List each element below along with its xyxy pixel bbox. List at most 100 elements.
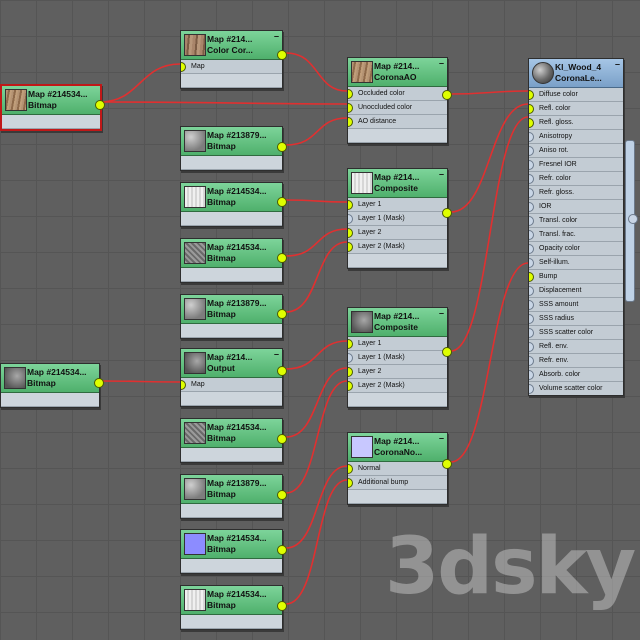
node-composite-1[interactable]: Map #214... Composite – Layer 1 Layer 1 … bbox=[347, 168, 452, 269]
input-port[interactable] bbox=[529, 384, 534, 394]
input-port[interactable] bbox=[529, 160, 534, 170]
input-port[interactable] bbox=[348, 478, 353, 488]
node-header[interactable]: Map #214534... Bitmap bbox=[181, 239, 282, 268]
output-port[interactable] bbox=[442, 459, 452, 469]
input-port[interactable] bbox=[529, 342, 534, 352]
input-slot-layer-1[interactable]: Layer 1 bbox=[348, 198, 447, 212]
node-header[interactable]: Map #214534... Bitmap bbox=[181, 586, 282, 615]
input-port[interactable] bbox=[348, 353, 353, 363]
material-slot[interactable]: SSS radius bbox=[529, 312, 623, 326]
node-bitmap-214534-f[interactable]: Map #214534... Bitmap bbox=[180, 585, 287, 630]
material-slot[interactable]: Opacity color bbox=[529, 242, 623, 256]
input-slot-layer-2-mask[interactable]: Layer 2 (Mask) bbox=[348, 240, 447, 254]
input-slot-layer-2-mask[interactable]: Layer 2 (Mask) bbox=[348, 379, 447, 393]
output-port[interactable] bbox=[277, 253, 287, 263]
input-port[interactable] bbox=[181, 380, 186, 390]
output-port[interactable] bbox=[442, 347, 452, 357]
node-bitmap-213879-a[interactable]: Map #213879... Bitmap bbox=[180, 126, 287, 171]
collapse-icon[interactable]: – bbox=[438, 58, 444, 68]
input-port[interactable] bbox=[529, 118, 534, 128]
input-slot-layer-2[interactable]: Layer 2 bbox=[348, 226, 447, 240]
node-corona-normal[interactable]: Map #214... CoronaNo... – Normal Additio… bbox=[347, 432, 452, 505]
input-port[interactable] bbox=[348, 242, 353, 252]
material-slot[interactable]: Refr. gloss. bbox=[529, 186, 623, 200]
input-slot-layer-1-mask[interactable]: Layer 1 (Mask) bbox=[348, 212, 447, 226]
input-port[interactable] bbox=[529, 314, 534, 324]
output-port[interactable] bbox=[277, 545, 287, 555]
input-slot-map[interactable]: Map bbox=[181, 378, 282, 392]
node-header[interactable]: Map #214... CoronaNo... – bbox=[348, 433, 447, 462]
input-port[interactable] bbox=[348, 367, 353, 377]
node-header[interactable]: Map #214... Output – bbox=[181, 349, 282, 378]
input-port[interactable] bbox=[529, 104, 534, 114]
node-header[interactable]: Map #214534... Bitmap bbox=[1, 364, 99, 393]
input-port[interactable] bbox=[529, 300, 534, 310]
input-port[interactable] bbox=[348, 214, 353, 224]
material-slot[interactable]: Displacement bbox=[529, 284, 623, 298]
node-header[interactable]: Map #214... Composite – bbox=[348, 308, 447, 337]
node-header[interactable]: Kl_Wood_4 CoronaLe... – bbox=[529, 59, 623, 88]
input-port[interactable] bbox=[348, 117, 353, 127]
output-port[interactable] bbox=[277, 142, 287, 152]
node-header[interactable]: Map #213879... Bitmap bbox=[181, 127, 282, 156]
output-port[interactable] bbox=[277, 490, 287, 500]
material-slot[interactable]: SSS scatter color bbox=[529, 326, 623, 340]
material-slot[interactable]: Fresnel IOR bbox=[529, 158, 623, 172]
input-port[interactable] bbox=[529, 174, 534, 184]
collapse-icon[interactable]: – bbox=[273, 31, 279, 41]
node-bitmap-main[interactable]: Map #214534... Bitmap bbox=[0, 84, 105, 131]
node-header[interactable]: Map #214534... Bitmap bbox=[2, 86, 100, 115]
node-header[interactable]: Map #213879... Bitmap bbox=[181, 475, 282, 504]
node-header[interactable]: Map #214... Composite – bbox=[348, 169, 447, 198]
output-port[interactable] bbox=[277, 197, 287, 207]
material-slot[interactable]: Volume scatter color bbox=[529, 382, 623, 395]
output-port[interactable] bbox=[94, 378, 104, 388]
input-port[interactable] bbox=[348, 228, 353, 238]
input-slot-layer-1[interactable]: Layer 1 bbox=[348, 337, 447, 351]
node-output[interactable]: Map #214... Output – Map bbox=[180, 348, 287, 407]
material-slot[interactable]: IOR bbox=[529, 200, 623, 214]
output-port[interactable] bbox=[277, 434, 287, 444]
node-header[interactable]: Map #214534... Bitmap bbox=[181, 530, 282, 559]
input-port[interactable] bbox=[348, 381, 353, 391]
material-slot[interactable]: Bump bbox=[529, 270, 623, 284]
output-port[interactable] bbox=[442, 208, 452, 218]
input-port[interactable] bbox=[348, 200, 353, 210]
input-slot-layer-2[interactable]: Layer 2 bbox=[348, 365, 447, 379]
input-slot-layer-1-mask[interactable]: Layer 1 (Mask) bbox=[348, 351, 447, 365]
material-slot[interactable]: Absorb. color bbox=[529, 368, 623, 382]
node-bitmap-left-2[interactable]: Map #214534... Bitmap bbox=[0, 363, 104, 408]
input-port[interactable] bbox=[529, 356, 534, 366]
input-slot-unoccluded-color[interactable]: Unoccluded color bbox=[348, 101, 447, 115]
material-slot[interactable]: Refl. env. bbox=[529, 340, 623, 354]
node-header[interactable]: Map #213879... Bitmap bbox=[181, 295, 282, 324]
input-port[interactable] bbox=[529, 90, 534, 100]
node-corona-ao[interactable]: Map #214... CoronaAO – Occluded color Un… bbox=[347, 57, 452, 144]
material-slot[interactable]: Transl. frac. bbox=[529, 228, 623, 242]
material-slot[interactable]: Refr. color bbox=[529, 172, 623, 186]
input-port[interactable] bbox=[348, 103, 353, 113]
input-port[interactable] bbox=[529, 202, 534, 212]
material-slot[interactable]: SSS amount bbox=[529, 298, 623, 312]
node-bitmap-213879-c[interactable]: Map #213879... Bitmap bbox=[180, 474, 287, 519]
node-bitmap-214534-d[interactable]: Map #214534... Bitmap bbox=[180, 418, 287, 463]
input-port[interactable] bbox=[529, 216, 534, 226]
collapse-icon[interactable]: – bbox=[438, 308, 444, 318]
node-header[interactable]: Map #214534... Bitmap bbox=[181, 419, 282, 448]
input-port[interactable] bbox=[529, 230, 534, 240]
input-slot-additional-bump[interactable]: Additional bump bbox=[348, 476, 447, 490]
input-port[interactable] bbox=[529, 258, 534, 268]
node-composite-2[interactable]: Map #214... Composite – Layer 1 Layer 1 … bbox=[347, 307, 452, 408]
material-output-port[interactable] bbox=[628, 214, 638, 224]
output-port[interactable] bbox=[277, 366, 287, 376]
material-slot[interactable]: Refr. env. bbox=[529, 354, 623, 368]
input-port[interactable] bbox=[529, 286, 534, 296]
input-port[interactable] bbox=[348, 464, 353, 474]
material-slot[interactable]: Refl. gloss. bbox=[529, 116, 623, 130]
node-bitmap-213879-b[interactable]: Map #213879... Bitmap bbox=[180, 294, 287, 339]
input-port[interactable] bbox=[529, 370, 534, 380]
output-port[interactable] bbox=[277, 601, 287, 611]
output-port[interactable] bbox=[277, 50, 287, 60]
input-port[interactable] bbox=[529, 146, 534, 156]
output-port[interactable] bbox=[442, 90, 452, 100]
